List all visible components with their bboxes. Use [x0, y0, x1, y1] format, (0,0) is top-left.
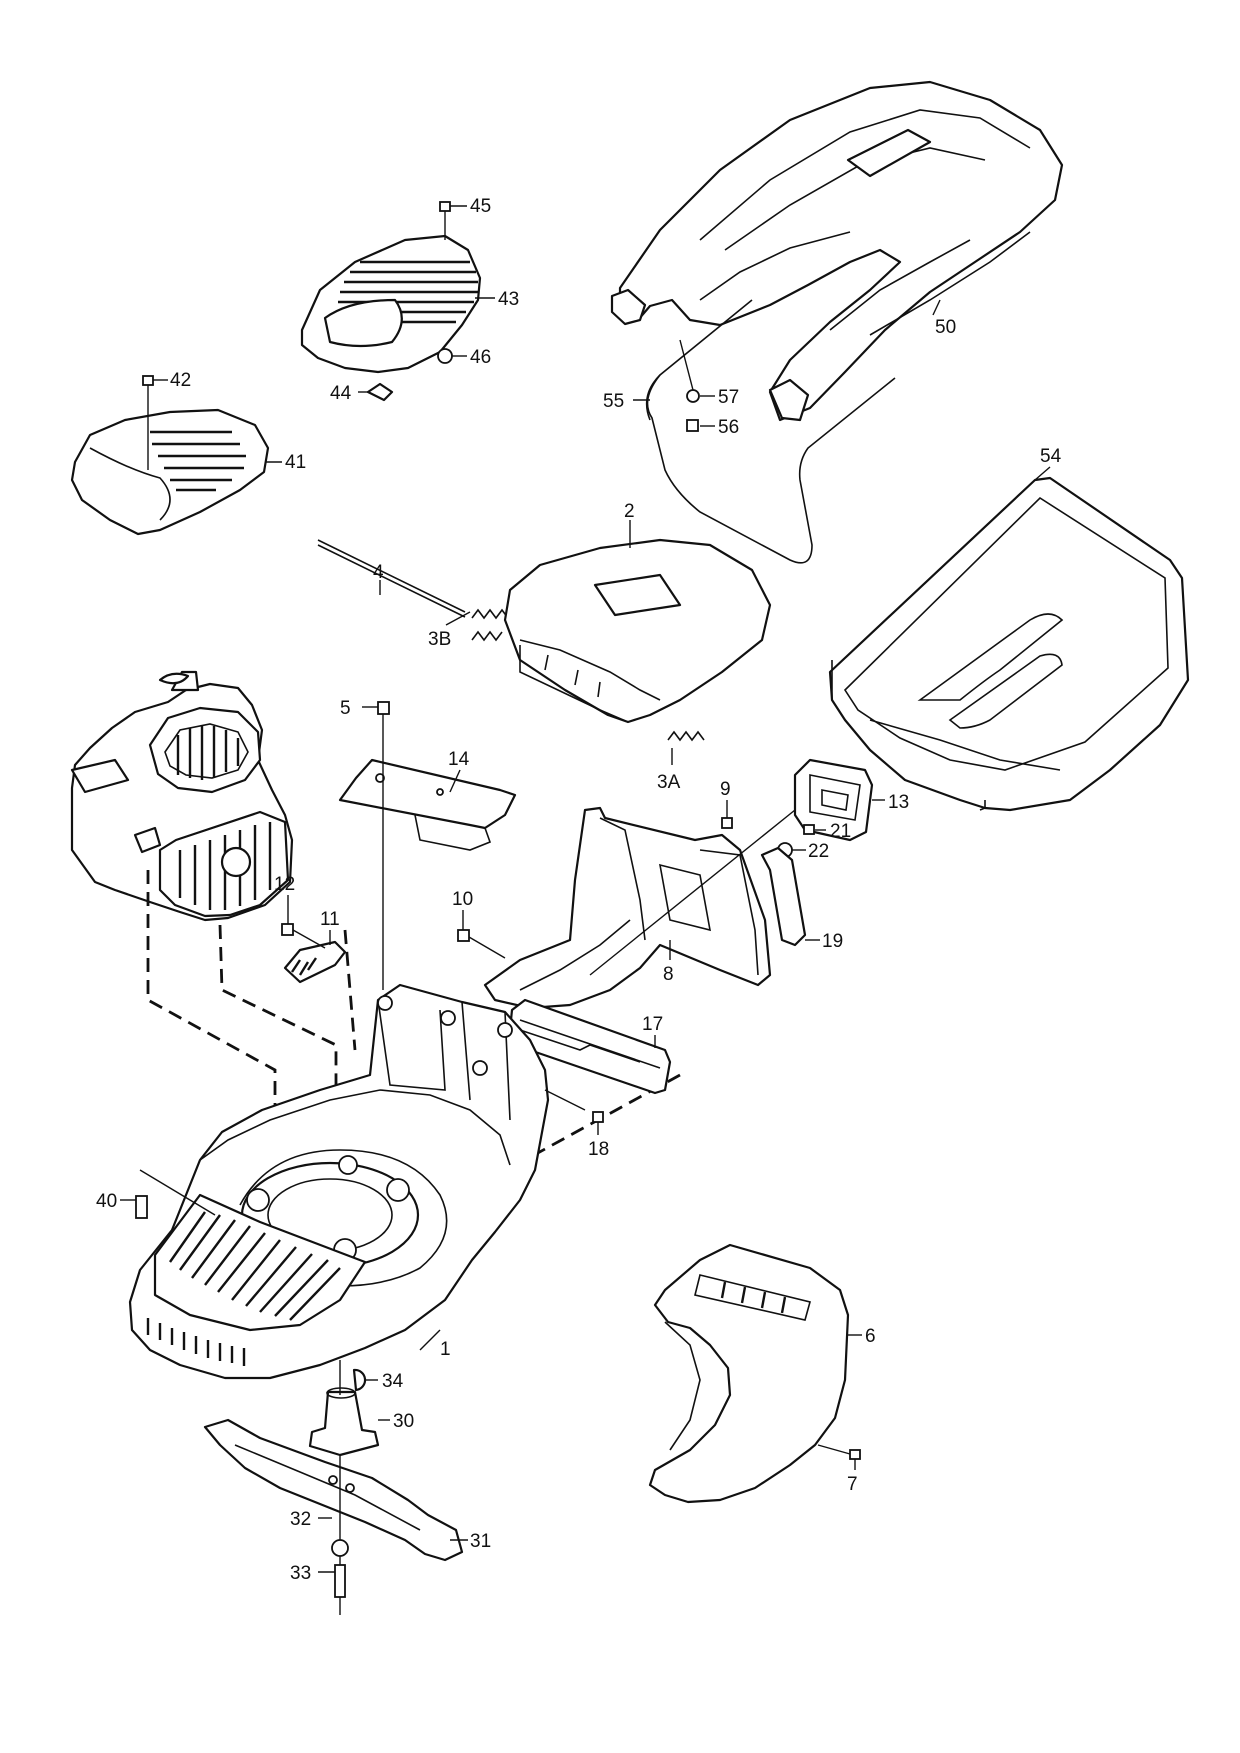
callout-33: 33	[290, 1563, 311, 1584]
deck-alignment-line	[343, 929, 357, 1051]
part-41-battery-cover	[70, 385, 270, 536]
callout-50: 50	[935, 317, 956, 338]
callout-4: 4	[373, 562, 384, 583]
part-5-bolt	[377, 701, 390, 715]
callout-19: 19	[822, 931, 843, 952]
callout-40: 40	[96, 1191, 117, 1212]
callout-44: 44	[330, 383, 352, 404]
part-1-mower-deck	[128, 983, 550, 1380]
callout-11: 11	[320, 909, 340, 930]
callout-9: 9	[720, 779, 731, 800]
part-11-clip	[283, 940, 347, 984]
callout-3a: 3A	[657, 772, 681, 793]
callout-41: 41	[285, 452, 306, 473]
part-3a-spring	[667, 730, 705, 742]
callout-18: 18	[588, 1139, 609, 1160]
part-14-rear-bracket	[338, 758, 517, 851]
callout-54: 54	[1040, 446, 1062, 467]
callout-42: 42	[170, 370, 191, 391]
part-33-bolt	[334, 1564, 346, 1598]
callout-55: 55	[603, 391, 624, 412]
callout-32: 32	[290, 1509, 311, 1530]
callout-2: 2	[624, 501, 635, 522]
part-45-screw	[439, 201, 451, 212]
callout-56: 56	[718, 417, 739, 438]
callout-8: 8	[663, 964, 674, 985]
part-34-key	[352, 1368, 367, 1392]
part-19-strip	[760, 846, 807, 947]
part-17-rail	[508, 998, 672, 1095]
part-18-screw	[592, 1111, 604, 1123]
callout-10: 10	[452, 889, 473, 910]
callout-17: 17	[642, 1014, 663, 1035]
callout-13: 13	[888, 792, 909, 813]
part-43-engine-cover	[300, 210, 482, 374]
part-12-screw	[281, 923, 294, 936]
callout-57: 57	[718, 387, 739, 408]
part-46-washer	[437, 348, 453, 364]
part-4-rod	[317, 539, 466, 613]
part-55-wire-rod	[646, 299, 896, 564]
part-2-rear-flap	[503, 538, 772, 724]
part-50-handle-housing	[610, 80, 1064, 422]
callout-14: 14	[448, 749, 470, 770]
callout-leaders	[120, 205, 1051, 1573]
part-9-screw	[721, 817, 733, 829]
callout-45: 45	[470, 196, 491, 217]
callout-12: 12	[274, 874, 295, 895]
callout-3b: 3B	[428, 629, 451, 650]
part-55-wire-rod-inner	[645, 374, 661, 421]
callout-6: 6	[865, 1326, 876, 1347]
callout-34: 34	[382, 1371, 404, 1392]
callout-22: 22	[808, 841, 829, 862]
callout-labels: 45 43 46 44 42 41 50 55 57 56 54 2 4 3B …	[96, 196, 1062, 1584]
part-56-screw	[686, 419, 699, 432]
part-21-screw	[803, 824, 815, 835]
part-6-side-cover	[648, 1243, 850, 1504]
part-40-bolt	[135, 1195, 148, 1219]
part-30-blade-hub	[308, 1387, 380, 1457]
part-44-clip	[366, 382, 394, 402]
callout-31: 31	[470, 1531, 491, 1552]
part-32-washer	[331, 1539, 349, 1557]
part-42-screw	[142, 375, 154, 386]
part-57-washer	[686, 389, 700, 403]
part-7-screw	[849, 1449, 861, 1460]
callout-1: 1	[440, 1339, 451, 1360]
part-8-rear-frame	[483, 806, 772, 1010]
callout-5: 5	[340, 698, 351, 719]
part-54-grass-catcher	[828, 476, 1190, 812]
callout-21: 21	[830, 821, 851, 842]
engine	[70, 670, 294, 922]
callout-43: 43	[498, 289, 519, 310]
callout-46: 46	[470, 347, 491, 368]
callout-30: 30	[393, 1411, 414, 1432]
callout-7: 7	[847, 1474, 858, 1495]
part-13-cap	[793, 758, 874, 842]
part-10-screw	[457, 929, 470, 942]
part-31-blade	[203, 1418, 464, 1562]
